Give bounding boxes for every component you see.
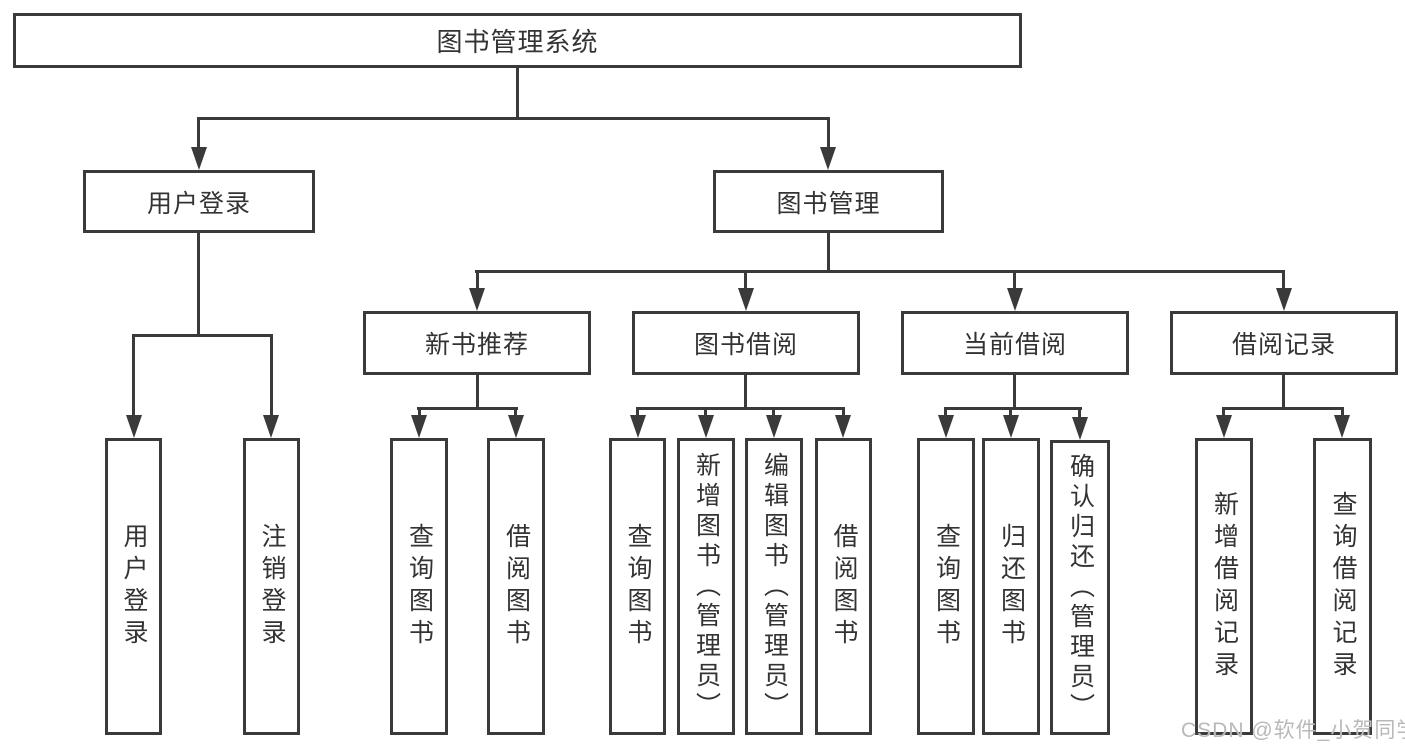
arrow-down-icon [835,415,851,438]
leaf-borrow-book: 借阅图书 [815,438,872,735]
arrow-down-icon [1216,415,1232,438]
connector-stem [1013,270,1016,290]
connector-stem [197,117,200,148]
connector-stem [197,233,200,337]
watermark: CSDN @软件_小贺同学 [1181,719,1405,742]
connector-stem [1282,375,1285,410]
node-current-borrow: 当前借阅 [901,311,1129,375]
connector-stem [132,334,135,418]
connector-stem [476,270,479,290]
arrow-down-icon [1276,288,1292,311]
connector-stem [514,407,517,418]
connector-stem [476,375,479,410]
arrow-down-icon [738,288,754,311]
connector-stem [704,407,707,418]
arrow-down-icon [263,415,279,438]
connector-stem [1009,407,1012,418]
node-user-login: 用户登录 [83,170,315,233]
connector-stem [842,407,845,418]
leaf-user-login: 用户登录 [105,438,162,735]
connector-stem [827,233,830,273]
connector-bus [132,334,273,337]
node-book-management: 图书管理 [713,170,944,233]
arrow-down-icon [766,415,782,438]
node-new-book-recommend: 新书推荐 [363,311,591,375]
connector-stem [636,407,639,418]
arrow-down-icon [698,415,714,438]
connector-stem [418,407,421,418]
connector-stem [270,334,273,418]
arrow-down-icon [1007,288,1023,311]
connector-bus [417,407,518,410]
node-book-borrow: 图书借阅 [632,311,860,375]
connector-stem [944,407,947,418]
arrow-down-icon [411,415,427,438]
connector-bus [636,407,845,410]
connector-stem [744,270,747,290]
arrow-down-icon [469,288,485,311]
connector-bus [1222,407,1344,410]
connector-bus [944,407,1082,410]
connector-stem [1013,375,1016,410]
connector-level2-bus [475,270,1285,273]
leaf-edit-book-admin: 编辑图书（管理员） [745,438,803,735]
node-root: 图书管理系统 [13,13,1022,68]
leaf-borrow-book-recommend: 借阅图书 [487,438,545,735]
leaf-logout-login: 注销登录 [243,438,300,735]
arrow-down-icon [630,415,646,438]
arrow-down-icon [126,415,142,438]
arrow-down-icon [1334,415,1350,438]
leaf-query-book-recommend: 查询图书 [390,438,448,735]
leaf-query-book-borrow: 查询图书 [609,438,666,735]
connector-stem [1222,407,1225,418]
arrow-down-icon [820,147,836,170]
connector-stem [1282,270,1285,290]
connector-stem [827,117,830,148]
arrow-down-icon [1072,417,1088,440]
connector-stem [744,375,747,410]
connector-stem [1078,407,1081,418]
connector-stem [1341,407,1344,418]
leaf-return-book: 归还图书 [982,438,1040,735]
arrow-down-icon [191,147,207,170]
connector-stem [772,407,775,418]
leaf-query-borrow-record: 查询借阅记录 [1313,438,1372,735]
leaf-confirm-return-admin: 确认归还（管理员） [1050,440,1110,735]
leaf-add-book-admin: 新增图书（管理员） [677,438,735,735]
node-borrow-record: 借阅记录 [1170,311,1398,375]
connector-level1-bus [197,117,830,120]
arrow-down-icon [508,415,524,438]
arrow-down-icon [938,415,954,438]
connector-root-stem [516,66,519,120]
arrow-down-icon [1003,415,1019,438]
leaf-query-book-current: 查询图书 [917,438,975,735]
leaf-add-borrow-record: 新增借阅记录 [1195,438,1253,735]
